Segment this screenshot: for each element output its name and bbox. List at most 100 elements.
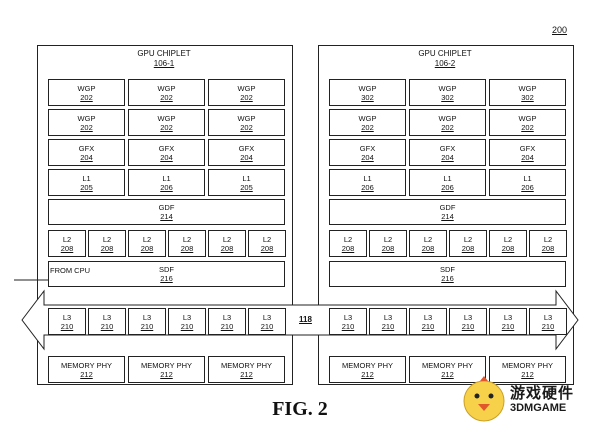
wgp-box-label: WGP: [358, 83, 377, 93]
l2-box-label: L2: [142, 234, 152, 244]
l2-box-label: L2: [503, 234, 513, 244]
l1-box-label: L1: [242, 173, 251, 183]
watermark-line1: 游戏硬件: [510, 385, 575, 402]
l3-box-ref: 210: [100, 321, 114, 331]
wgp-box-ref: 202: [160, 92, 173, 102]
l3-box-ref: 210: [180, 321, 194, 331]
wgp-box-label: WGP: [77, 83, 96, 93]
wgp-box-label: WGP: [237, 83, 256, 93]
l3-box-label: L3: [383, 312, 393, 322]
sdf-box-ref: 216: [441, 274, 454, 283]
gdf-box-label: GDF: [158, 203, 175, 212]
figure-ref-200: 200: [552, 25, 568, 35]
l1-box-label: L1: [162, 173, 171, 183]
l3-box-ref: 210: [541, 321, 555, 331]
chiplet-ref: 106-2: [434, 59, 456, 68]
l2-box-ref: 208: [180, 243, 194, 253]
memory-phy-box-ref: 212: [240, 369, 253, 379]
l2-box-label: L2: [343, 234, 353, 244]
l3-box-label: L3: [62, 312, 72, 322]
wgp-box-label: WGP: [438, 113, 457, 123]
sdf-box-ref: 216: [160, 274, 173, 283]
gfx-box-ref: 204: [240, 152, 253, 162]
wgp-box-label: WGP: [77, 113, 96, 123]
l3-box-ref: 210: [421, 321, 435, 331]
l2-box-ref: 208: [541, 243, 555, 253]
watermark-line2: 3DMGAME: [510, 402, 567, 414]
memory-phy-box-label: MEMORY PHY: [141, 360, 192, 370]
wgp-box-ref: 202: [80, 92, 93, 102]
l3-box-label: L3: [503, 312, 513, 322]
memory-phy-box-label: MEMORY PHY: [61, 360, 112, 370]
gfx-box-label: GFX: [359, 143, 376, 153]
l1-box-ref: 206: [521, 182, 534, 192]
l3-box-label: L3: [182, 312, 192, 322]
wgp-box-label: WGP: [157, 83, 176, 93]
l2-box-label: L2: [423, 234, 433, 244]
wgp-box-ref: 302: [521, 92, 534, 102]
wgp-box-ref: 302: [361, 92, 374, 102]
wgp-box-ref: 202: [80, 122, 93, 132]
l1-box-ref: 206: [441, 182, 454, 192]
memory-phy-box-ref: 212: [160, 369, 173, 379]
gfx-box-label: GFX: [238, 143, 255, 153]
wgp-box-ref: 202: [240, 122, 253, 132]
from-cpu-label: FROM CPU: [50, 266, 90, 275]
l1-box-label: L1: [523, 173, 532, 183]
wgp-box-ref: 202: [521, 122, 534, 132]
wgp-box-label: WGP: [237, 113, 256, 123]
figure-caption: FIG. 2: [272, 398, 328, 420]
gfx-box-ref: 204: [441, 152, 454, 162]
wgp-box-label: WGP: [157, 113, 176, 123]
gdf-box-ref: 214: [160, 212, 173, 221]
memory-phy-box-ref: 212: [361, 369, 374, 379]
memory-phy-box-label: MEMORY PHY: [221, 360, 272, 370]
wgp-box-ref: 202: [240, 92, 253, 102]
memory-phy-box-label: MEMORY PHY: [342, 360, 393, 370]
l3-box-ref: 210: [220, 321, 234, 331]
gdf-box-label: GDF: [439, 203, 456, 212]
watermark-3dmgame: 游戏硬件 3DMGAME: [458, 372, 598, 426]
wgp-box-label: WGP: [518, 113, 537, 123]
gfx-box-ref: 204: [361, 152, 374, 162]
gfx-box-label: GFX: [519, 143, 536, 153]
l3-box-label: L3: [463, 312, 473, 322]
l1-box-label: L1: [443, 173, 452, 183]
bus-ref-118: 118: [299, 315, 312, 324]
chiplet-name: GPU CHIPLET: [418, 49, 472, 58]
sdf-box-label: SDF: [159, 265, 174, 274]
l3-box-label: L3: [142, 312, 152, 322]
l1-box-ref: 206: [361, 182, 374, 192]
